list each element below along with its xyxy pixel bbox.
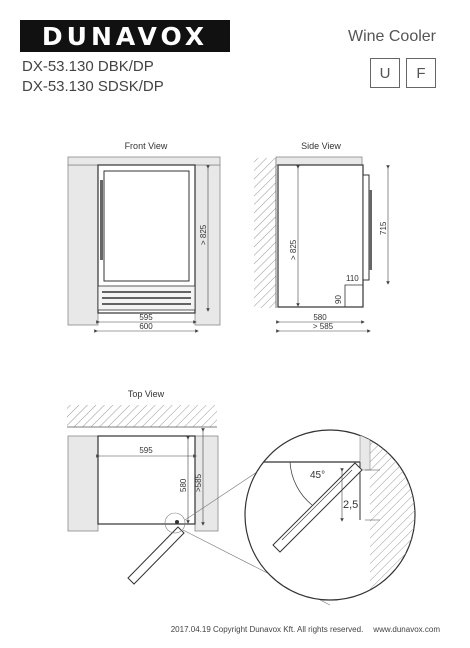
top-view-title: Top View <box>128 389 165 399</box>
side-depth-inner-label: 580 <box>313 313 327 322</box>
niche-top <box>67 156 221 166</box>
top-wall-hatch <box>67 405 217 427</box>
top-open-door <box>127 526 185 585</box>
footer-website[interactable]: www.dunavox.com <box>373 625 440 634</box>
top-appliance-body <box>97 435 196 525</box>
side-dim-110-label: 110 <box>346 274 359 283</box>
side-depth-outer-label: > 585 <box>313 322 334 331</box>
side-door-profile <box>362 174 370 281</box>
side-dim-90-label: 90 <box>334 295 343 304</box>
footer-copyright: 2017.04.19 Copyright Dunavox Kft. All ri… <box>170 625 364 634</box>
side-counter-top <box>275 156 363 166</box>
top-niche-left <box>67 435 99 532</box>
model-name-1: DX-53.130 DBK/DP <box>22 58 154 75</box>
top-depth-outer-label: >585 <box>194 473 203 492</box>
front-inner-width-label: 595 <box>139 313 153 322</box>
front-view-title: Front View <box>125 141 168 151</box>
detail-angle-label: 45° <box>310 470 325 481</box>
side-handle <box>369 190 372 270</box>
niche-left-wall <box>67 164 99 326</box>
side-height-label: > 825 <box>289 239 298 260</box>
side-appliance-body <box>277 164 364 308</box>
top-depth-label: 580 <box>179 478 188 492</box>
brand-logo: DUNAVOX <box>20 20 230 52</box>
detail-gap-label: 2,5 <box>343 499 358 511</box>
front-door-glass <box>103 170 190 282</box>
side-view-title: Side View <box>301 141 341 151</box>
side-door-height-label: 715 <box>379 221 388 235</box>
product-type-title: Wine Cooler <box>347 28 436 45</box>
badge-f: F <box>406 58 436 88</box>
model-name-2: DX-53.130 SDSK/DP <box>22 78 164 95</box>
front-view: Front View > 825 595 600 <box>67 141 221 333</box>
top-view: Top View 595 580 >585 <box>67 389 331 606</box>
side-wall-hatch <box>254 158 276 308</box>
front-outer-width-label: 600 <box>139 322 153 331</box>
front-door-handle <box>100 180 103 260</box>
badge-u: U <box>370 58 400 88</box>
front-height-label: > 825 <box>199 224 208 245</box>
detail-callout: 45° 2,5 <box>244 429 416 601</box>
top-width-label: 595 <box>139 446 153 455</box>
footer: 2017.04.19 Copyright Dunavox Kft. All ri… <box>171 625 440 634</box>
side-view: Side View > 825 715 110 90 580 > 585 <box>254 141 390 333</box>
